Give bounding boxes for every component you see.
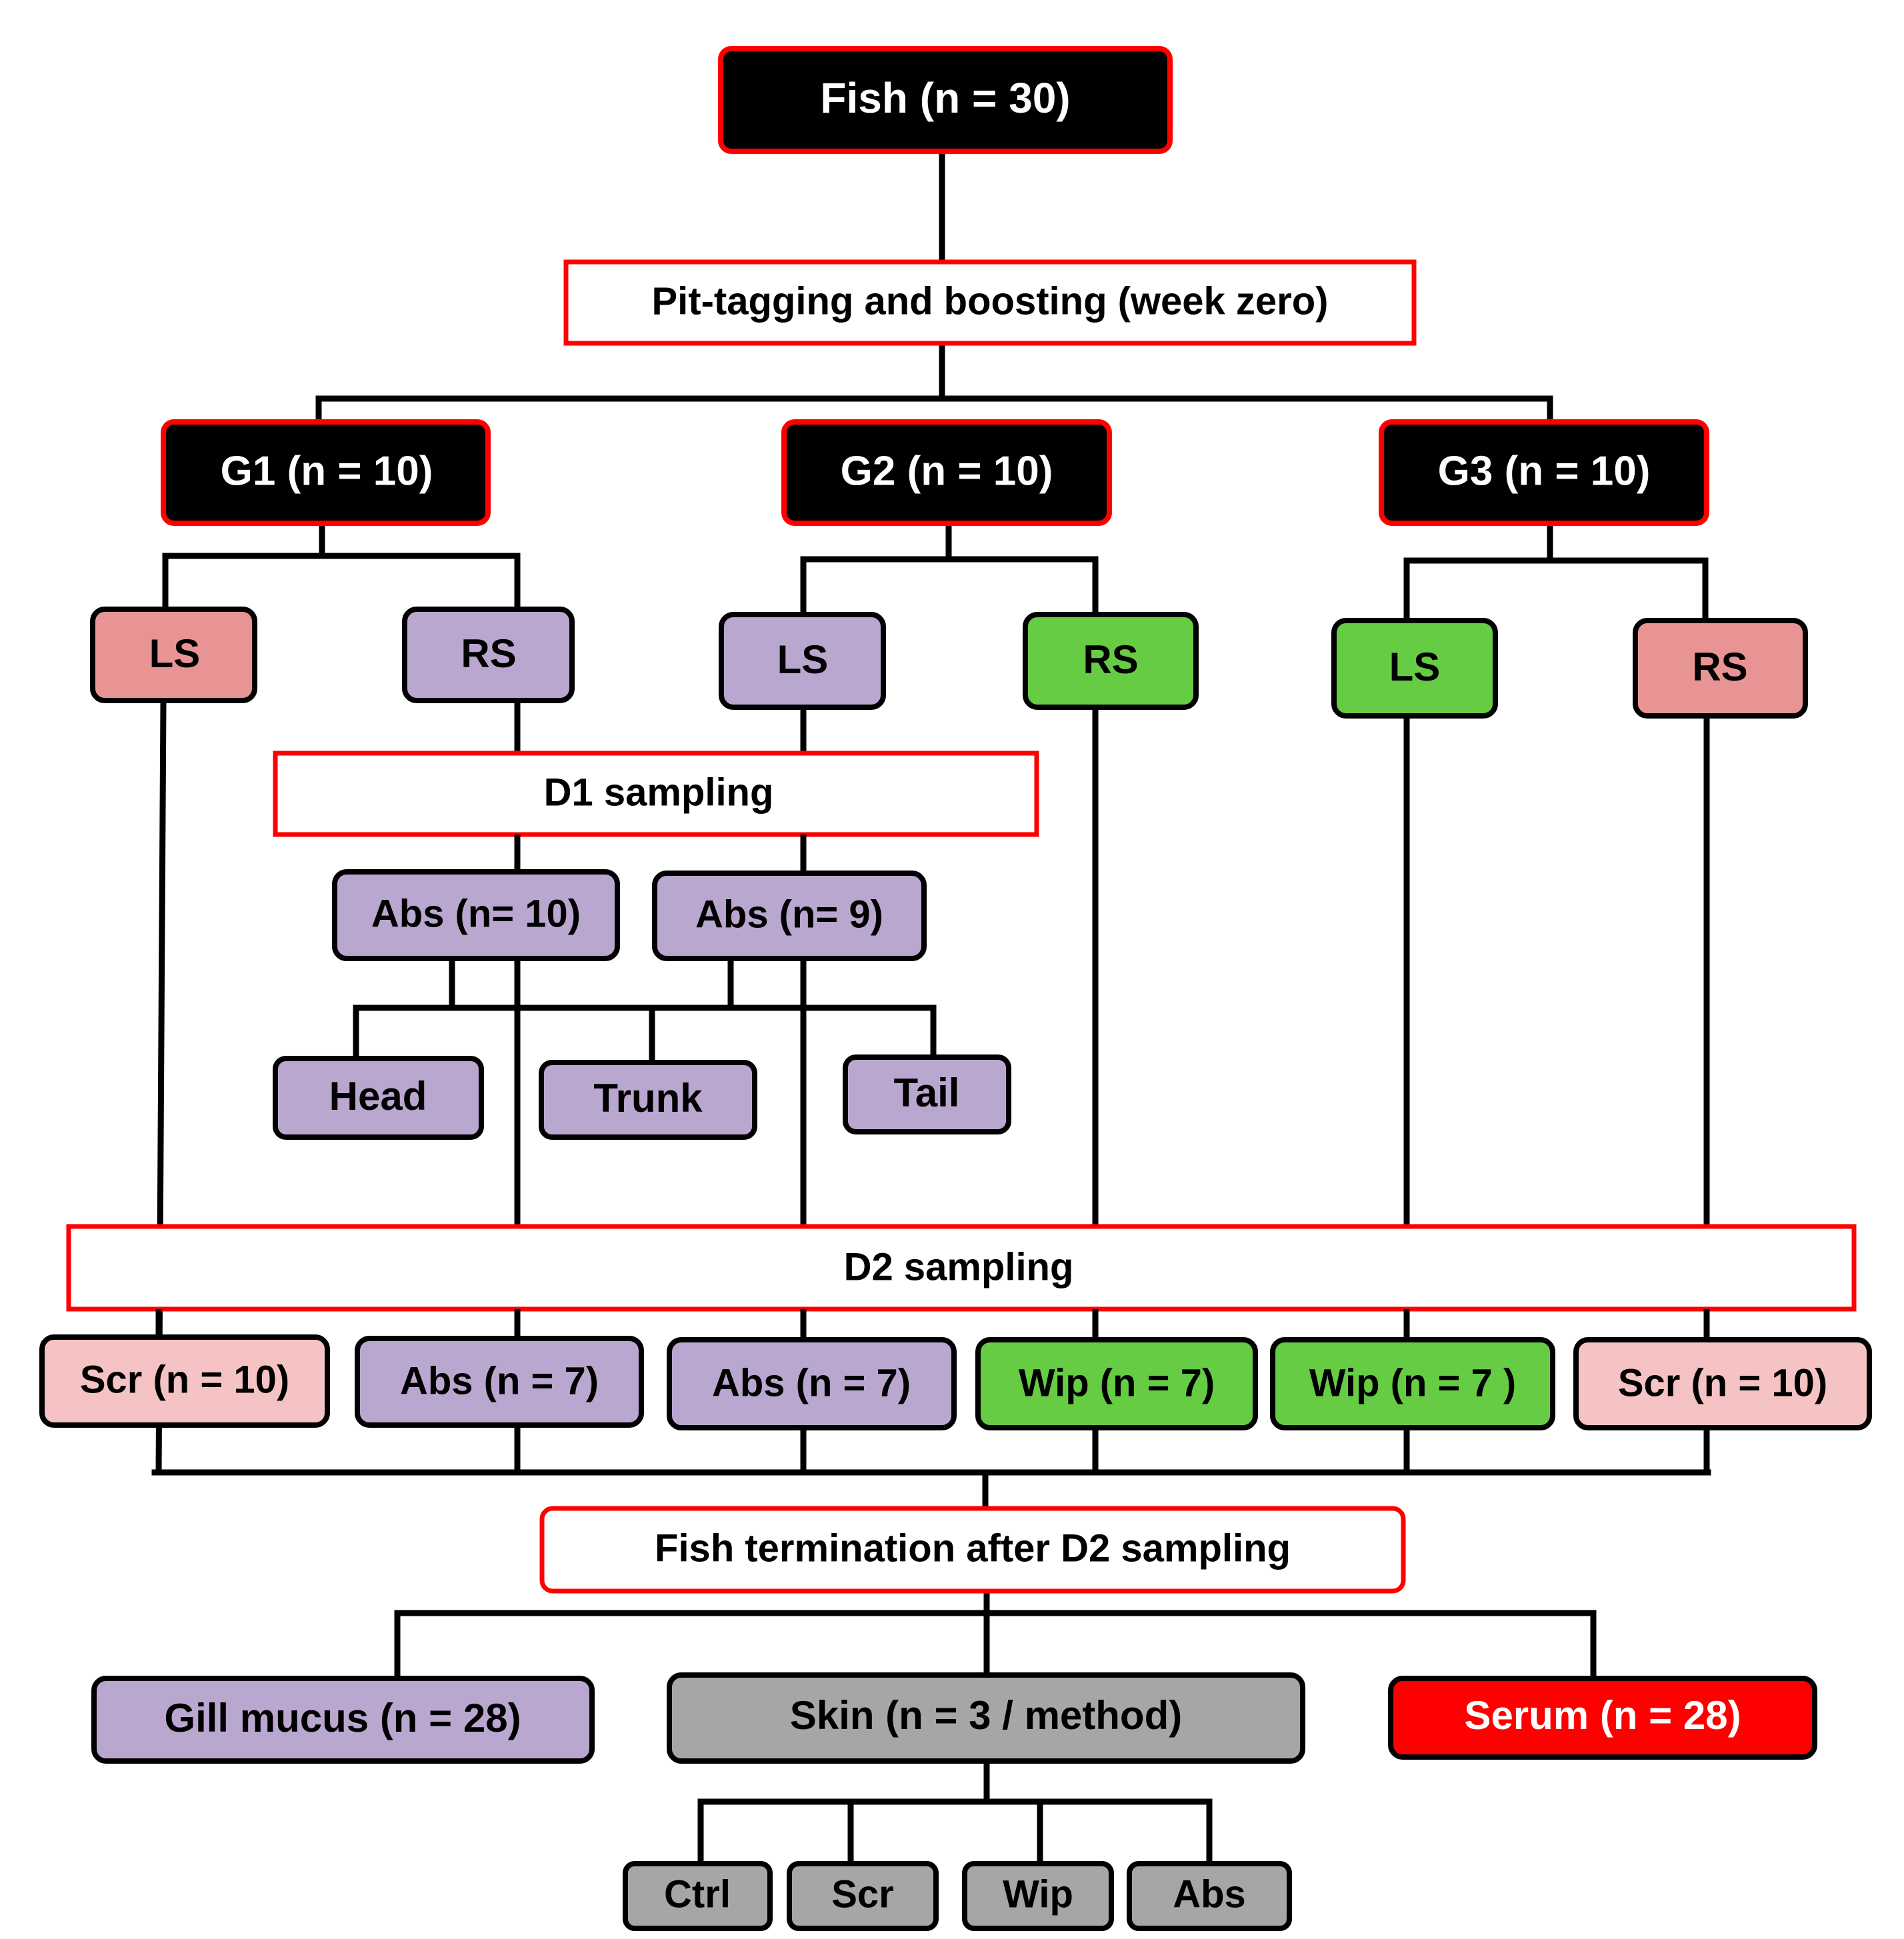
node-abs-10-label: Abs (n= 10)	[371, 892, 581, 935]
node-g2: G2 (n = 10)	[781, 419, 1112, 526]
node-g1-rs-label: RS	[461, 631, 516, 676]
node-fish: Fish (n = 30)	[718, 46, 1173, 154]
node-wip-label: Wip	[1003, 1872, 1073, 1916]
node-scr-10-a-label: Scr (n = 10)	[80, 1358, 289, 1401]
d1-line-segments	[514, 835, 807, 875]
node-g2-ls-label: LS	[777, 637, 829, 682]
node-scr-10-b: Scr (n = 10)	[1573, 1337, 1872, 1430]
node-abs-7-a-label: Abs (n = 7)	[400, 1359, 599, 1402]
node-abs-7-a: Abs (n = 7)	[355, 1336, 644, 1428]
node-g3-ls-label: LS	[1389, 645, 1441, 689]
node-wip-7-a: Wip (n = 7)	[975, 1337, 1258, 1430]
d2-line-segments	[155, 1309, 1710, 1340]
node-g1-label: G1 (n = 10)	[221, 448, 433, 494]
node-g1-ls-label: LS	[149, 631, 201, 676]
node-g3-label: G3 (n = 10)	[1438, 448, 1651, 494]
node-scr-10-a: Scr (n = 10)	[39, 1334, 330, 1428]
node-g3-ls: LS	[1331, 618, 1498, 719]
node-skin-label: Skin (n = 3 / method)	[790, 1693, 1182, 1738]
node-d1-sampling-label: D1 sampling	[544, 771, 774, 814]
node-scr: Scr	[787, 1861, 939, 1931]
node-g2-label: G2 (n = 10)	[841, 448, 1053, 494]
node-ctrl: Ctrl	[623, 1861, 773, 1931]
node-scr-label: Scr	[831, 1872, 894, 1916]
node-serum-label: Serum (n = 28)	[1464, 1693, 1741, 1738]
node-head-label: Head	[329, 1074, 427, 1118]
node-wip: Wip	[962, 1861, 1114, 1931]
node-abs-7-b: Abs (n = 7)	[667, 1337, 957, 1430]
node-abs-label: Abs	[1173, 1872, 1246, 1916]
node-d2-sampling: D2 sampling	[66, 1224, 1857, 1312]
node-wip-7-b: Wip (n = 7 )	[1270, 1337, 1555, 1430]
node-g2-rs-label: RS	[1083, 637, 1138, 682]
node-gill-mucus: Gill mucus (n = 28)	[91, 1676, 595, 1764]
node-g2-rs: RS	[1023, 612, 1199, 710]
node-g2-ls: LS	[719, 612, 886, 710]
node-g1-rs: RS	[402, 607, 575, 703]
node-abs-10: Abs (n= 10)	[332, 869, 620, 961]
node-wip-7-b-label: Wip (n = 7 )	[1309, 1361, 1516, 1404]
node-trunk: Trunk	[539, 1060, 757, 1140]
node-abs-9-label: Abs (n= 9)	[695, 893, 883, 936]
node-abs-9: Abs (n= 9)	[652, 871, 927, 961]
node-pit-tagging: Pit-tagging and boosting (week zero)	[563, 259, 1417, 346]
node-skin: Skin (n = 3 / method)	[667, 1672, 1305, 1764]
node-g1-ls: LS	[90, 607, 257, 703]
node-gill-mucus-label: Gill mucus (n = 28)	[164, 1696, 521, 1740]
node-abs-7-b-label: Abs (n = 7)	[712, 1361, 911, 1404]
node-head: Head	[273, 1056, 484, 1140]
node-tail-label: Tail	[894, 1070, 960, 1115]
node-g3: G3 (n = 10)	[1379, 419, 1709, 526]
node-ctrl-label: Ctrl	[664, 1872, 731, 1916]
node-termination-label: Fish termination after D2 sampling	[655, 1526, 1291, 1570]
node-fish-label: Fish (n = 30)	[820, 74, 1070, 122]
node-tail: Tail	[843, 1054, 1011, 1134]
node-serum: Serum (n = 28)	[1388, 1676, 1817, 1760]
connector-lines	[151, 147, 1711, 1870]
node-pit-tagging-label: Pit-tagging and boosting (week zero)	[652, 279, 1329, 323]
node-g3-rs: RS	[1633, 618, 1808, 719]
node-d1-sampling: D1 sampling	[273, 751, 1039, 837]
node-trunk-label: Trunk	[593, 1076, 703, 1120]
node-abs: Abs	[1127, 1861, 1292, 1931]
node-d2-sampling-label: D2 sampling	[844, 1245, 1074, 1288]
node-scr-10-b-label: Scr (n = 10)	[1618, 1361, 1827, 1404]
node-g1: G1 (n = 10)	[161, 419, 491, 526]
node-g3-rs-label: RS	[1692, 645, 1747, 689]
node-wip-7-a-label: Wip (n = 7)	[1019, 1361, 1215, 1404]
node-termination: Fish termination after D2 sampling	[539, 1506, 1406, 1594]
